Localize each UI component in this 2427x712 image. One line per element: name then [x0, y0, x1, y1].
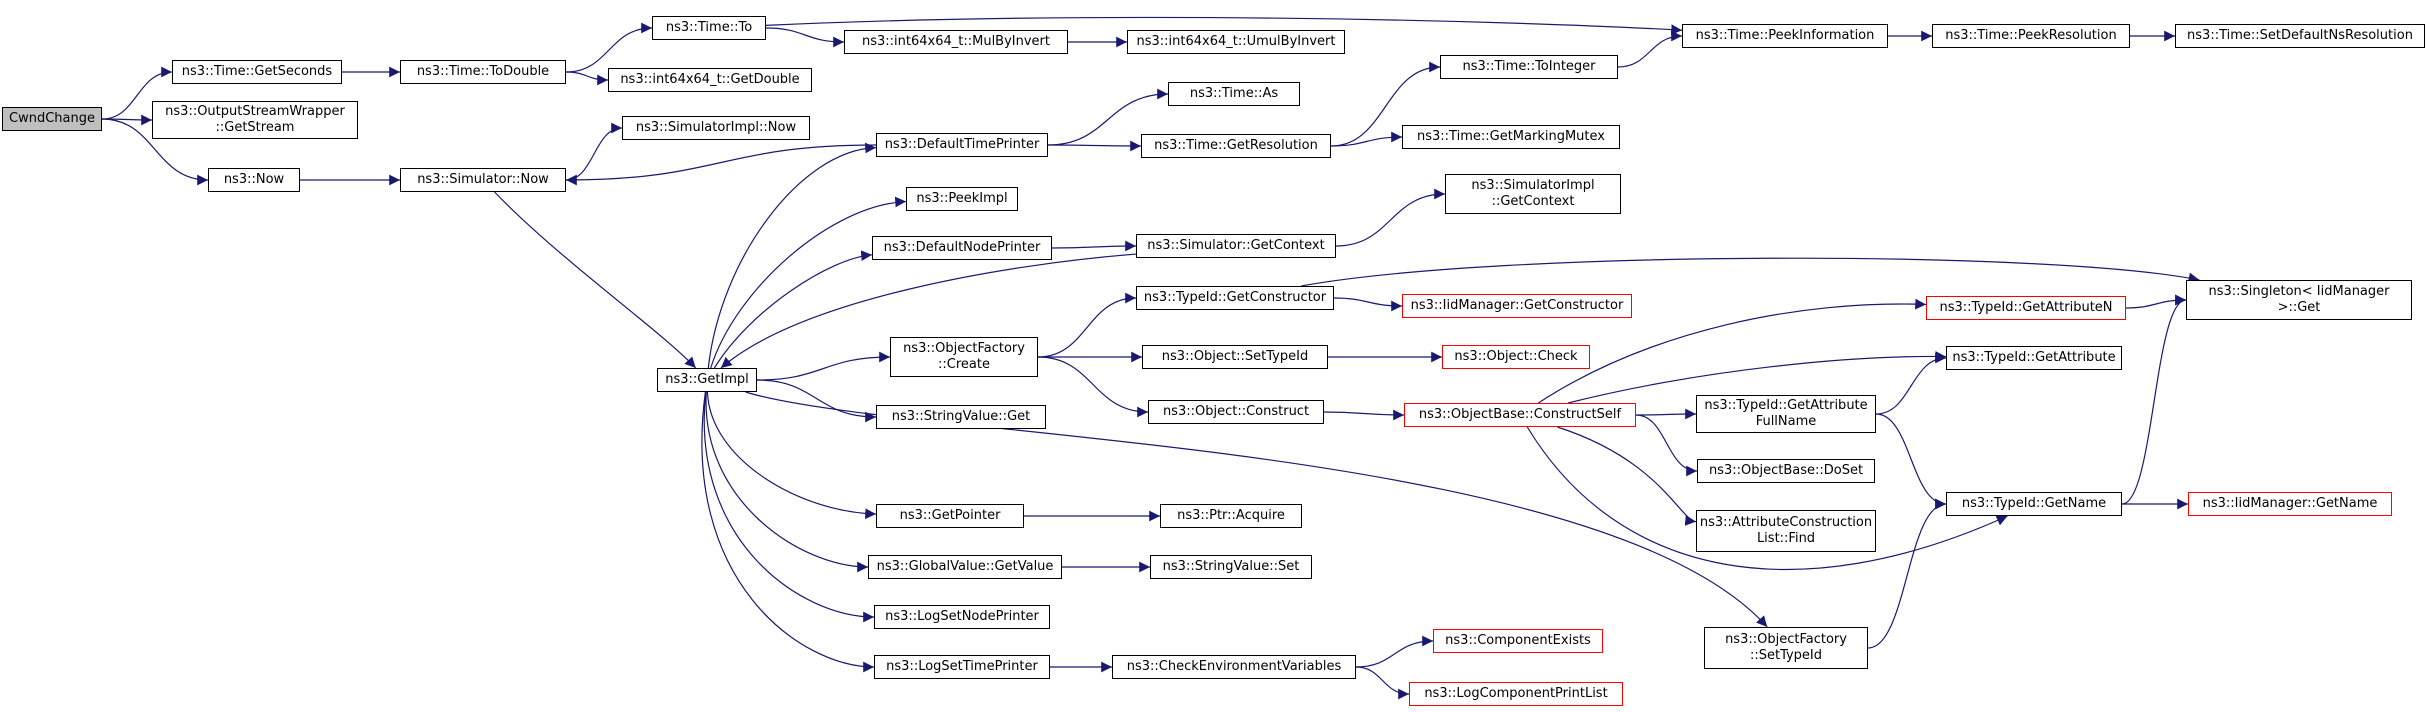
edge-objfactcreate-to-typegetctor	[1037, 292, 1137, 358]
node-compexists[interactable]: ns3::ComponentExists	[1433, 629, 1603, 653]
node-checkenv[interactable]: ns3::CheckEnvironmentVariables	[1112, 655, 1356, 679]
edge-checkenv-to-logcomplist	[1355, 666, 1410, 700]
node-simgetctx[interactable]: ns3::Simulator::GetContext	[1136, 234, 1336, 258]
edge-typegetctor-to-singleton	[1301, 257, 2200, 287]
edge-timeto-to-peekinfo	[765, 16, 1683, 36]
node-stringset[interactable]: ns3::StringValue::Set	[1150, 555, 1312, 579]
node-simimplgetctx[interactable]: ns3::SimulatorImpl ::GetContext	[1445, 174, 1621, 214]
node-peekres[interactable]: ns3::Time::PeekResolution	[1932, 24, 2130, 48]
node-constructself[interactable]: ns3::ObjectBase::ConstructSelf	[1404, 403, 1636, 427]
edge-getimpl-to-getpointer	[706, 391, 877, 520]
edge-simnow-to-simimplnow	[565, 122, 623, 181]
edge-getimpl-to-defaulttime	[707, 142, 877, 369]
node-getattr[interactable]: ns3::TypeId::GetAttribute	[1946, 346, 2122, 370]
edge-cwnd-to-getseconds	[101, 66, 173, 120]
node-getdouble[interactable]: ns3::int64x64_t::GetDouble	[608, 68, 812, 92]
edge-getimpl-to-logtime	[701, 391, 875, 673]
edge-factsettypeid-to-typegetname	[1867, 498, 1947, 649]
node-peekinfo[interactable]: ns3::Time::PeekInformation	[1682, 24, 1888, 48]
edge-checkenv-to-compexists	[1355, 635, 1434, 668]
node-mulbyinvert[interactable]: ns3::int64x64_t::MulByInvert	[844, 30, 1068, 54]
edge-getimpl-to-gvgetvalue	[705, 391, 869, 573]
edge-constructself-to-getattr	[1567, 350, 1947, 404]
node-getattrfull[interactable]: ns3::TypeId::GetAttribute FullName	[1696, 395, 1876, 433]
edge-typegetname-to-singleton	[2121, 294, 2187, 505]
node-iidgetname[interactable]: ns3::IidManager::GetName	[2188, 492, 2392, 516]
edge-getimpl-to-peekimpl	[710, 196, 907, 369]
node-doset[interactable]: ns3::ObjectBase::DoSet	[1697, 459, 1875, 483]
edge-simgetctx-to-simimplgetctx	[1335, 188, 1446, 247]
node-getimpl[interactable]: ns3::GetImpl	[657, 368, 757, 392]
node-simimplnow[interactable]: ns3::SimulatorImpl::Now	[622, 116, 810, 140]
node-typegetctor[interactable]: ns3::TypeId::GetConstructor	[1136, 286, 1334, 310]
node-timeto[interactable]: ns3::Time::To	[652, 16, 766, 40]
edge-constructself-to-getattrn	[1538, 298, 1927, 404]
edge-getattrfull-to-typegetname	[1875, 413, 1947, 510]
node-timeas[interactable]: ns3::Time::As	[1168, 82, 1300, 106]
node-defaultnode[interactable]: ns3::DefaultNodePrinter	[872, 236, 1052, 260]
node-factsettypeid[interactable]: ns3::ObjectFactory ::SetTypeId	[1704, 627, 1868, 669]
edge-getimpl-to-factsettypeid	[745, 391, 1768, 628]
node-now[interactable]: ns3::Now	[208, 168, 300, 192]
edge-constructself-to-attrfind	[1557, 426, 1697, 526]
edge-todouble-to-timeto	[565, 22, 653, 73]
edge-getres-to-timetoint	[1330, 61, 1441, 147]
edge-constructself-to-getattrfull	[1635, 408, 1697, 420]
node-objsettypeid[interactable]: ns3::Object::SetTypeId	[1142, 345, 1328, 369]
node-cwnd: CwndChange	[2, 107, 102, 131]
edge-defaulttime-to-getres	[1047, 140, 1142, 152]
node-defaulttime[interactable]: ns3::DefaultTimePrinter	[876, 133, 1048, 157]
node-singleton[interactable]: ns3::Singleton< IidManager >::Get	[2186, 280, 2412, 320]
edge-typegetctor-to-iidgetctor	[1333, 297, 1403, 312]
edge-objfactcreate-to-objconstruct	[1037, 356, 1149, 418]
edge-simnow-to-getimpl	[494, 191, 697, 369]
node-iidgetctor[interactable]: ns3::IidManager::GetConstructor	[1402, 294, 1632, 318]
node-getattrn[interactable]: ns3::TypeId::GetAttributeN	[1926, 296, 2126, 320]
edge-getimpl-to-objfactcreate	[756, 351, 891, 381]
node-umulbyinvert[interactable]: ns3::int64x64_t::UmulByInvert	[1127, 30, 1345, 54]
node-todouble[interactable]: ns3::Time::ToDouble	[400, 60, 566, 84]
edge-getres-to-getmutex	[1330, 131, 1403, 147]
node-logcomplist[interactable]: ns3::LogComponentPrintList	[1409, 682, 1623, 706]
edge-constructself-to-doset	[1635, 414, 1698, 477]
edge-timetoint-to-peekinfo	[1617, 30, 1683, 68]
node-attrfind[interactable]: ns3::AttributeConstruction List::Find	[1696, 510, 1876, 552]
edge-getattrfull-to-getattr	[1875, 352, 1947, 415]
edge-timeto-to-mulbyinvert	[765, 27, 845, 48]
edge-defaulttime-to-simnow	[565, 144, 877, 186]
node-gvgetvalue[interactable]: ns3::GlobalValue::GetValue	[868, 555, 1062, 579]
edge-defaulttime-to-timeas	[1047, 88, 1169, 146]
node-stringget[interactable]: ns3::StringValue::Get	[876, 405, 1046, 429]
node-logtime[interactable]: ns3::LogSetTimePrinter	[874, 655, 1050, 679]
node-getpointer[interactable]: ns3::GetPointer	[876, 504, 1024, 528]
edge-todouble-to-getdouble	[565, 71, 609, 86]
edge-cwnd-to-now	[101, 118, 209, 186]
node-objfactcreate[interactable]: ns3::ObjectFactory ::Create	[890, 337, 1038, 377]
edge-defaultnode-to-simgetctx	[1051, 240, 1137, 252]
node-typegetname[interactable]: ns3::TypeId::GetName	[1946, 492, 2122, 516]
node-getres[interactable]: ns3::Time::GetResolution	[1141, 134, 1331, 158]
edge-getimpl-to-defaultnode	[713, 250, 873, 369]
node-ptracquire[interactable]: ns3::Ptr::Acquire	[1160, 504, 1302, 528]
edge-getimpl-to-stringget	[756, 379, 877, 423]
edge-constructself-to-typegetname	[1526, 426, 2008, 570]
node-timetoint[interactable]: ns3::Time::ToInteger	[1440, 55, 1618, 79]
node-outstream[interactable]: ns3::OutputStreamWrapper ::GetStream	[152, 101, 358, 139]
node-setdefaultns[interactable]: ns3::Time::SetDefaultNsResolution	[2175, 24, 2425, 48]
edge-simgetctx-to-getimpl	[720, 253, 1137, 369]
edge-getimpl-to-lognode	[703, 391, 875, 623]
node-lognode[interactable]: ns3::LogSetNodePrinter	[874, 605, 1050, 629]
node-simnow[interactable]: ns3::Simulator::Now	[400, 168, 566, 192]
node-getmutex[interactable]: ns3::Time::GetMarkingMutex	[1402, 125, 1620, 149]
node-objconstruct[interactable]: ns3::Object::Construct	[1148, 400, 1324, 424]
node-peekimpl[interactable]: ns3::PeekImpl	[906, 187, 1018, 211]
node-objcheck[interactable]: ns3::Object::Check	[1442, 345, 1590, 369]
edge-objconstruct-to-constructself	[1323, 409, 1405, 421]
node-getseconds[interactable]: ns3::Time::GetSeconds	[172, 60, 342, 84]
